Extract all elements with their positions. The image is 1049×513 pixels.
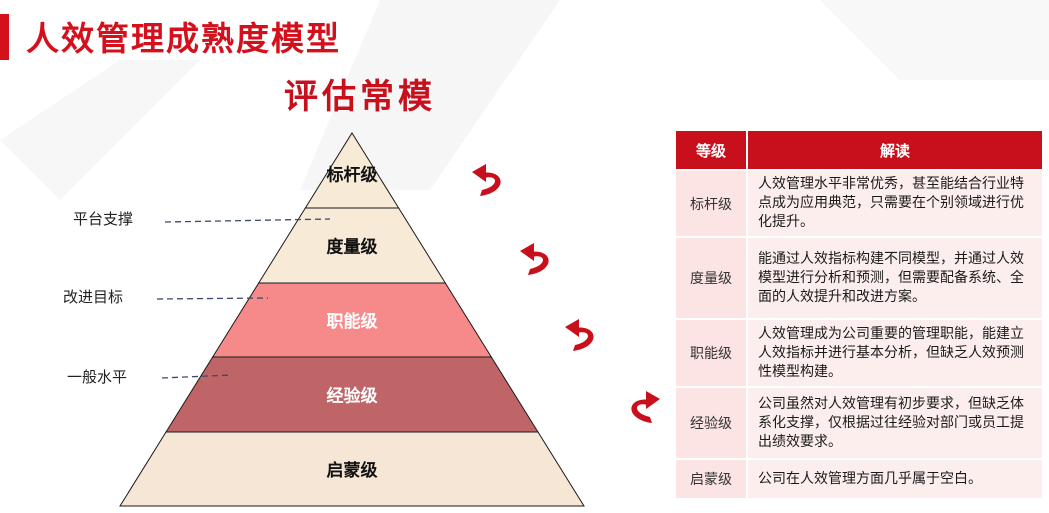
curved-arrow-icon xyxy=(520,243,549,275)
table-cell-level: 职能级 xyxy=(674,318,748,388)
side-label-platform: 平台支撑 xyxy=(73,210,134,228)
pyramid-layer-label: 度量级 xyxy=(327,237,378,258)
table-cell-level: 度量级 xyxy=(674,236,748,320)
curved-arrow-icon xyxy=(472,164,501,196)
table-row: 度量级 能通过人效指标构建不同模型，并通过人效模型进行分析和预测，但需要配备系统… xyxy=(674,236,1044,320)
table-header-row: 等级 解读 xyxy=(674,129,1044,171)
side-label-general: 一般水平 xyxy=(67,368,128,386)
table-cell-desc: 公司在人效管理方面几乎属于空白。 xyxy=(746,458,1044,500)
table-header-desc: 解读 xyxy=(746,129,1044,171)
table-cell-level: 启蒙级 xyxy=(674,458,748,500)
page-subtitle: 评估常模 xyxy=(284,77,436,117)
pyramid-layer xyxy=(119,431,585,507)
table-row: 启蒙级 公司在人效管理方面几乎属于空白。 xyxy=(674,458,1044,500)
table-cell-desc: 人效管理成为公司重要的管理职能，能建立人效指标并进行基本分析，但缺乏人效预测性模… xyxy=(746,318,1044,388)
pyramid-layer-label: 启蒙级 xyxy=(327,460,378,481)
leader-dash-line xyxy=(164,218,331,223)
page-title: 人效管理成熟度模型 xyxy=(26,19,341,58)
level-interpretation-table: 等级 解读 标杆级 人效管理水平非常优秀，甚至能结合行业特点成为应用典范，只需要… xyxy=(674,129,1044,500)
pyramid-layer-label: 职能级 xyxy=(327,311,378,332)
pyramid-layer-label: 标杆级 xyxy=(327,165,378,186)
leader-dash-line xyxy=(161,374,233,379)
table-row: 标杆级 人效管理水平非常优秀，甚至能结合行业特点成为应用典范，只需要在个别领域进… xyxy=(674,169,1044,238)
table-cell-level: 经验级 xyxy=(674,386,748,460)
curved-arrow-icon xyxy=(631,391,660,423)
table-cell-level: 标杆级 xyxy=(674,169,748,238)
side-label-target: 改进目标 xyxy=(63,288,124,306)
leader-dash-line xyxy=(156,297,269,300)
pyramid-dash-lines xyxy=(156,218,331,379)
table-cell-desc: 能通过人效指标构建不同模型，并通过人效模型进行分析和预测，但需要配备系统、全面的… xyxy=(746,236,1044,320)
title-accent-bar xyxy=(0,14,9,60)
table-row: 职能级 人效管理成为公司重要的管理职能，能建立人效指标并进行基本分析，但缺乏人效… xyxy=(674,318,1044,388)
table-row: 经验级 公司虽然对人效管理有初步要求，但缺乏体系化支撑，仅根据过往经验对部门或员… xyxy=(674,386,1044,460)
table-cell-desc: 公司虽然对人效管理有初步要求，但缺乏体系化支撑，仅根据过往经验对部门或员工提出绩… xyxy=(746,386,1044,460)
table-header-level: 等级 xyxy=(674,129,748,171)
table-cell-desc: 人效管理水平非常优秀，甚至能结合行业特点成为应用典范，只需要在个别领域进行优化提… xyxy=(746,169,1044,238)
curved-arrow-icon xyxy=(565,319,594,351)
pyramid-layer-label: 经验级 xyxy=(327,386,378,407)
curved-arrows xyxy=(472,164,660,423)
